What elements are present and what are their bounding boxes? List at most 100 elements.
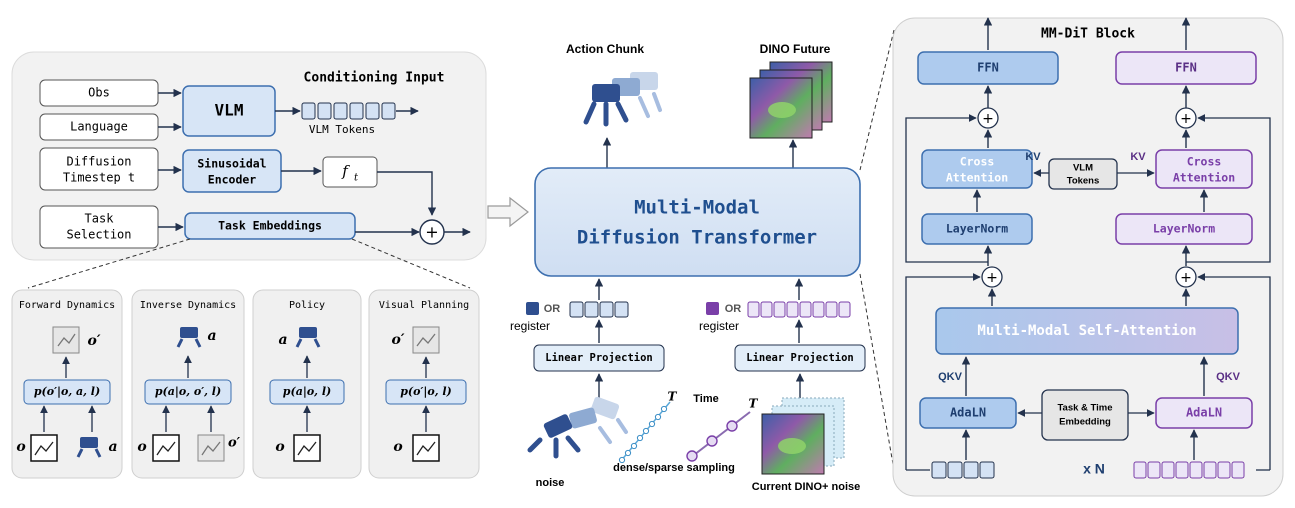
forward-robot-icon (76, 437, 102, 458)
plus-upper-right (1175, 107, 1197, 129)
forward-formula-box (23, 379, 111, 405)
planning-output-symbol: o′ (391, 332, 404, 348)
task-embeddings-box (184, 212, 356, 240)
ft-subscript: t (354, 173, 359, 184)
conditioning-title: Conditioning Input (304, 71, 445, 86)
vlm-label: VLM (215, 101, 244, 120)
cross-attention-left-box (921, 149, 1033, 189)
forward-input-o: o (16, 439, 25, 455)
block-vlm-tokens-box (1048, 158, 1118, 190)
linear-projection-left (533, 344, 665, 372)
planning-input-image-icon (412, 434, 440, 462)
block-right-token-cells (1133, 461, 1245, 479)
plus-upper-left-sign: + (982, 111, 994, 127)
policy-input-image-icon (293, 434, 321, 462)
mmdt-line1: Multi-Modal (634, 197, 760, 219)
forward-formula: p(o′|o, a, l) (34, 385, 100, 398)
layernorm-right-box (1115, 213, 1253, 245)
plus-lower-left-sign: + (986, 270, 998, 286)
ft-box (322, 156, 378, 188)
block-left-token-cells (931, 461, 995, 479)
adaln-right-box (1155, 397, 1253, 429)
cross-attention-right-line1: Cross (1187, 155, 1222, 169)
task-time-line2: Embedding (1059, 417, 1111, 428)
conditioning-panel: Conditioning Input Obs Language Diffusio… (11, 51, 487, 289)
plus-upper-right-sign: + (1180, 111, 1192, 127)
vlm-tokens-label: VLM Tokens (309, 123, 375, 136)
planning-input-o: o (393, 439, 402, 455)
cross-attention-left-line2: Attention (946, 171, 1008, 185)
xn-label: x N (1083, 461, 1105, 477)
task-title-policy: Policy (289, 300, 325, 311)
vlm-token-cells (301, 102, 396, 120)
cross-attention-right-line2: Attention (1173, 171, 1235, 185)
action-chunk-label: Action Chunk (566, 42, 644, 56)
flow-arrow-icon (487, 196, 529, 228)
policy-formula-box (269, 379, 345, 405)
inverse-input-o-prime: o′ (228, 436, 241, 451)
register-blue-square (526, 302, 539, 315)
task-time-line1: Task & Time (1057, 403, 1112, 414)
task-panels: Forward Dynamics o′ p(o′|o, a, l) o a In… (11, 289, 480, 479)
forward-input-image-icon (30, 434, 58, 462)
planning-formula-box (385, 379, 467, 405)
action-chunk-robot-icon (583, 72, 662, 127)
left-token-cells (569, 301, 629, 318)
mmdit-block: MM-DiT Block FFN FFN + + Cross Attention… (892, 17, 1284, 497)
current-dino-noise-image-stack (761, 397, 845, 475)
policy-input-o: o (275, 439, 284, 455)
dino-future-image-stack (749, 61, 833, 139)
inverse-input-future-image-icon (197, 434, 225, 462)
time-T-left: T (668, 390, 678, 404)
current-dino-label: Current DINO+ noise (752, 481, 861, 493)
self-attention-box (935, 307, 1239, 355)
inverse-output-robot-icon (176, 327, 202, 348)
center-section: Action Chunk DINO Future Multi-Modal Dif… (510, 42, 866, 493)
dense-sampling-dots (618, 401, 671, 464)
language-label: Language (70, 120, 128, 134)
block-vlm-tokens-line1: VLM (1073, 163, 1093, 174)
sinusoidal-line1: Sinusoidal (197, 157, 266, 171)
task-embeddings-label: Task Embeddings (218, 219, 322, 233)
task-selection-line2: Selection (66, 228, 131, 242)
inverse-output-symbol: a (207, 328, 216, 344)
plus-lower-right-sign: + (1180, 270, 1192, 286)
sinusoidal-line2: Encoder (208, 173, 257, 187)
inverse-input-image-icon (152, 434, 180, 462)
or-label-left: OR (544, 303, 561, 315)
task-selection-line1: Task (85, 212, 115, 226)
forward-output-symbol: o′ (87, 333, 100, 349)
qkv-left-label: QKV (938, 371, 963, 383)
task-title-inverse: Inverse Dynamics (140, 300, 236, 311)
plus-lower-left (981, 266, 1003, 288)
time-label: Time (693, 393, 718, 405)
dense-sparse-label: dense/sparse sampling (613, 462, 735, 474)
right-token-cells (747, 301, 851, 318)
or-label-right: OR (725, 303, 742, 315)
register-purple-square (706, 302, 719, 315)
planning-formula: p(o′|o, l) (400, 385, 452, 398)
self-attention-label: Multi-Modal Self-Attention (977, 323, 1196, 339)
planning-output-image-icon (412, 326, 440, 354)
cross-attention-left-line1: Cross (960, 155, 995, 169)
diffusion-timestep-box (39, 147, 159, 191)
ffn-left-label: FFN (977, 61, 999, 75)
noisy-robot-icon (527, 396, 628, 459)
obs-label: Obs (88, 86, 110, 100)
dino-future-label: DINO Future (760, 42, 831, 56)
ft-label: f (341, 162, 350, 180)
layernorm-left-box (921, 213, 1033, 245)
diffusion-timestep-line1: Diffusion (66, 155, 131, 169)
forward-input-a: a (108, 439, 117, 455)
layernorm-right-label: LayerNorm (1153, 222, 1215, 236)
mmdt-box (534, 167, 861, 277)
kv-left-label: KV (1025, 151, 1041, 163)
mmdt-line2: Diffusion Transformer (577, 227, 817, 249)
block-vlm-tokens-line2: Tokens (1067, 176, 1100, 187)
inverse-input-o: o (137, 439, 146, 455)
ffn-right-label: FFN (1175, 61, 1197, 75)
task-time-embedding-box (1041, 389, 1129, 441)
time-T-right: T (749, 397, 759, 411)
